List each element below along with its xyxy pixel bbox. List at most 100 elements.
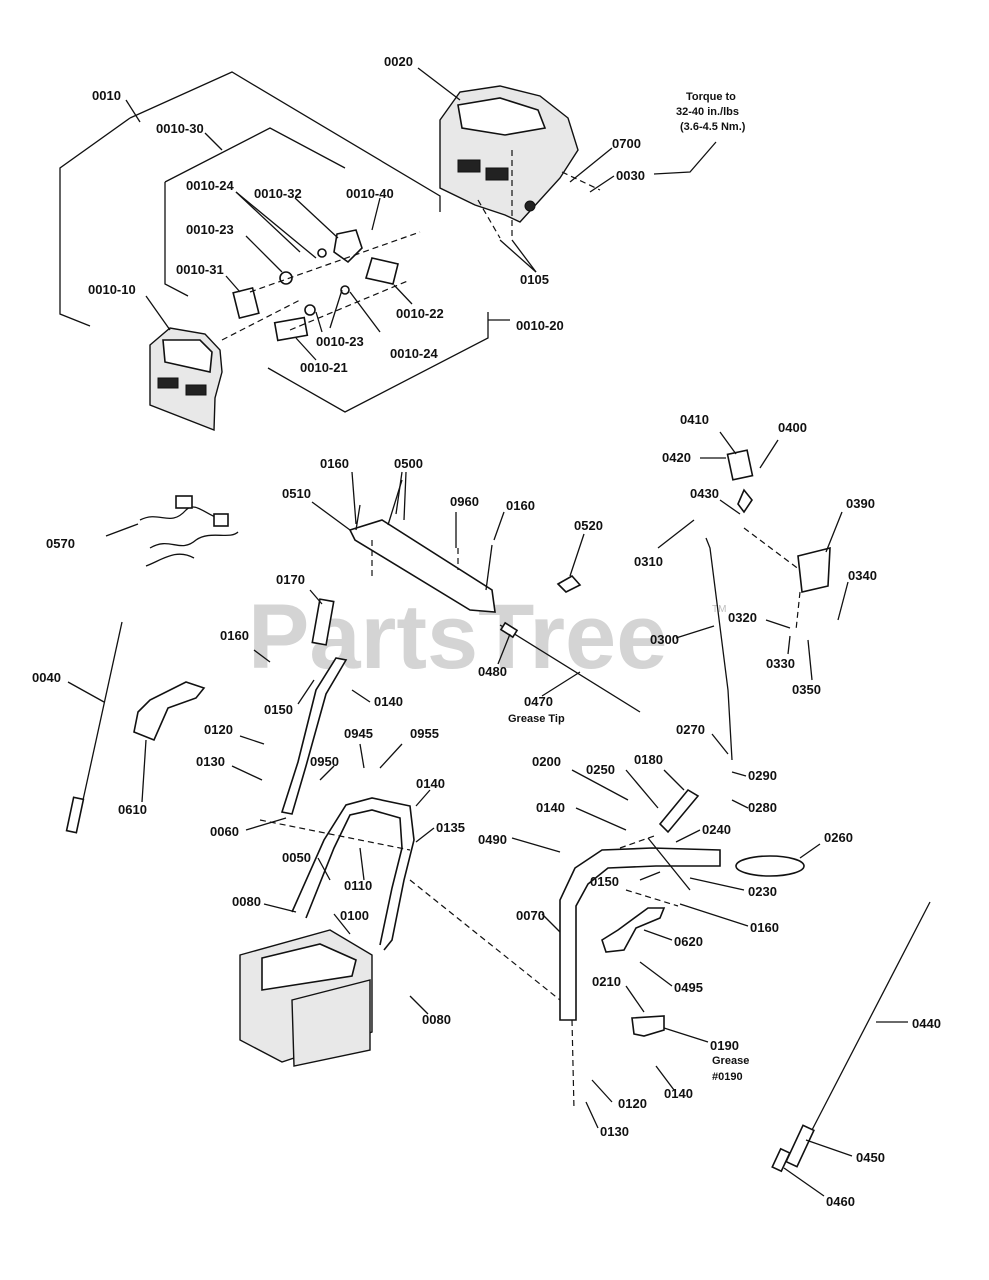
label-0320: 0320 <box>728 610 757 625</box>
label-0135: 0135 <box>436 820 465 835</box>
label-0460: 0460 <box>826 1194 855 1209</box>
label-0140-bottom: 0140 <box>664 1086 693 1101</box>
label-0140-left: 0140 <box>374 694 403 709</box>
label-0400: 0400 <box>778 420 807 435</box>
chute-rod-part <box>705 449 831 761</box>
label-0160-left: 0160 <box>220 628 249 643</box>
hood-part <box>439 85 601 239</box>
label-0150-right: 0150 <box>590 874 619 889</box>
label-0310: 0310 <box>634 554 663 569</box>
clip-part <box>556 574 582 593</box>
auger-cable-part <box>65 621 123 834</box>
label-0050: 0050 <box>282 850 311 865</box>
label-0570: 0570 <box>46 536 75 551</box>
label-0010-32: 0010-32 <box>254 186 302 201</box>
label-0140-handle: 0140 <box>416 776 445 791</box>
label-0020: 0020 <box>384 54 413 69</box>
shift-rod-part <box>771 901 931 1173</box>
label-0110: 0110 <box>344 878 372 893</box>
label-0010-24-top: 0010-24 <box>186 178 234 193</box>
label-0480: 0480 <box>478 664 507 679</box>
wiring-harness-part <box>139 495 239 567</box>
headlight-assembly-bracket <box>59 71 510 413</box>
label-0260: 0260 <box>824 830 853 845</box>
label-0620: 0620 <box>674 934 703 949</box>
handle-bracket-right <box>601 907 666 953</box>
label-0080-right: 0080 <box>422 1012 451 1027</box>
shaft-part <box>499 624 641 713</box>
label-0955: 0955 <box>410 726 439 741</box>
leader-lines <box>67 67 908 1197</box>
label-0160-right: 0160 <box>750 920 779 935</box>
frame-plates-part <box>239 929 373 1067</box>
label-0470: 0470 <box>524 694 553 709</box>
label-0420: 0420 <box>662 450 691 465</box>
label-0960: 0960 <box>450 494 479 509</box>
label-0010-21: 0010-21 <box>300 360 348 375</box>
label-0290: 0290 <box>748 768 777 783</box>
label-0430: 0430 <box>690 486 719 501</box>
label-0140-mid: 0140 <box>536 800 565 815</box>
label-0120-left: 0120 <box>204 722 233 737</box>
label-0510: 0510 <box>282 486 311 501</box>
label-0300: 0300 <box>650 632 679 647</box>
label-0040: 0040 <box>32 670 61 685</box>
grease-bracket-part <box>631 1015 665 1037</box>
handle-bracket-left <box>133 681 206 742</box>
label-0270: 0270 <box>676 722 705 737</box>
label-0010-30: 0010-30 <box>156 121 204 136</box>
label-0210: 0210 <box>592 974 621 989</box>
label-0010-20: 0010-20 <box>516 318 564 333</box>
label-0010-23-bottom: 0010-23 <box>316 334 364 349</box>
label-0410: 0410 <box>680 412 709 427</box>
label-0490: 0490 <box>478 832 507 847</box>
label-0030: 0030 <box>616 168 645 183</box>
grease-0190-note-line2: #0190 <box>712 1071 743 1083</box>
label-0280: 0280 <box>748 800 777 815</box>
label-0070: 0070 <box>516 908 545 923</box>
label-0240: 0240 <box>702 822 731 837</box>
label-0130-right: 0130 <box>600 1124 629 1139</box>
label-0100: 0100 <box>340 908 369 923</box>
label-0945: 0945 <box>344 726 373 741</box>
label-0330: 0330 <box>766 656 795 671</box>
label-0390: 0390 <box>846 496 875 511</box>
label-0060: 0060 <box>210 824 239 839</box>
label-0180: 0180 <box>634 752 663 767</box>
torque-note-line3: (3.6-4.5 Nm.) <box>680 121 746 133</box>
label-0160-dash: 0160 <box>506 498 535 513</box>
label-0170: 0170 <box>276 572 305 587</box>
label-0500: 0500 <box>394 456 423 471</box>
label-0150-left: 0150 <box>264 702 293 717</box>
label-0700: 0700 <box>612 136 641 151</box>
right-upper-handle-part <box>409 847 805 1111</box>
label-0610: 0610 <box>118 802 147 817</box>
label-0230: 0230 <box>748 884 777 899</box>
watermark-trademark: TM <box>712 604 726 615</box>
label-0010-22: 0010-22 <box>396 306 444 321</box>
label-0010-40: 0010-40 <box>346 186 394 201</box>
grease-tip-note: Grease Tip <box>508 713 565 725</box>
label-0950: 0950 <box>310 754 339 769</box>
label-0520: 0520 <box>574 518 603 533</box>
headlight-lamp-parts <box>232 229 421 342</box>
part-labels: 0010 0010-30 0010-24 0010-32 0010-40 001… <box>32 54 941 1209</box>
label-0010-23-top: 0010-23 <box>186 222 234 237</box>
label-0105: 0105 <box>520 272 549 287</box>
torque-note-line2: 32-40 in./lbs <box>676 106 739 118</box>
torque-note-line1: Torque to <box>686 91 736 103</box>
grease-0190-note-line1: Grease <box>712 1055 749 1067</box>
spring-part <box>499 621 519 639</box>
dash-panel-part <box>348 479 496 613</box>
lower-handle-part <box>259 797 415 951</box>
label-0010: 0010 <box>92 88 121 103</box>
label-0080-left: 0080 <box>232 894 261 909</box>
label-0440: 0440 <box>912 1016 941 1031</box>
left-upper-handle-part <box>280 598 348 815</box>
label-0010-31: 0010-31 <box>176 262 224 277</box>
label-0130-left: 0130 <box>196 754 225 769</box>
label-0340: 0340 <box>848 568 877 583</box>
label-0250: 0250 <box>586 762 615 777</box>
shift-linkage-part <box>619 788 700 907</box>
